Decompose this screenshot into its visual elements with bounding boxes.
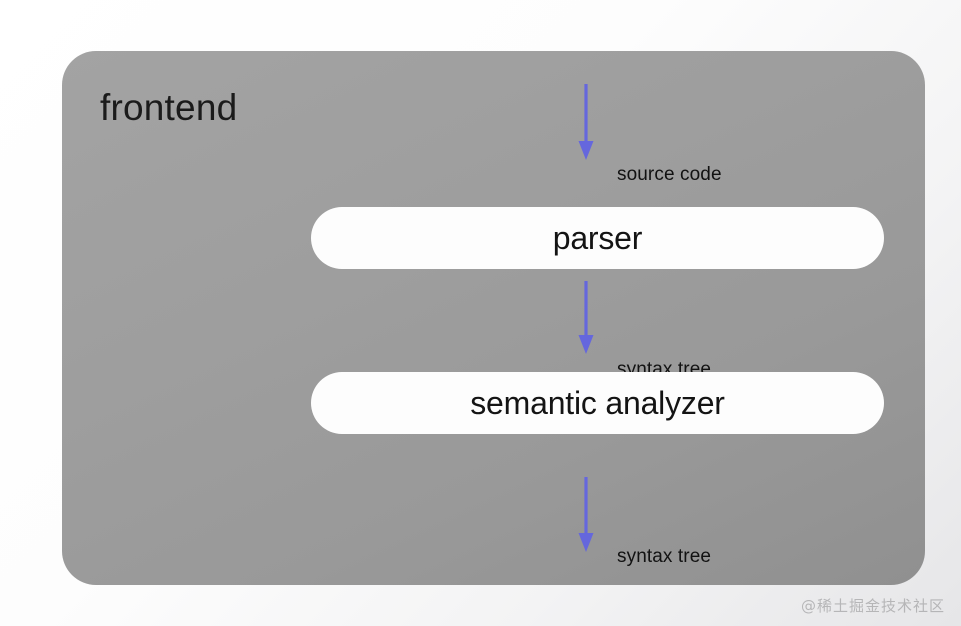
watermark: @稀土掘金技术社区 (800, 597, 945, 615)
stage-label-parser: parser (552, 220, 643, 256)
frontend-group-label: frontend (100, 87, 238, 128)
stage-label-semantic-analyzer: semantic analyzer (470, 385, 725, 421)
flow-label-syntax-tree-semantic-info-line1: syntax tree (617, 546, 712, 567)
stage-box-parser[interactable]: parser (311, 207, 884, 269)
flow-label-source-code-line1: source code (617, 164, 722, 185)
frontend-group-box (62, 51, 925, 585)
flow-label-source-code: source code (617, 105, 722, 245)
stage-box-semantic-analyzer[interactable]: semantic analyzer (311, 372, 884, 434)
flow-label-syntax-tree-semantic-info: syntax tree + semantic info (617, 487, 747, 626)
